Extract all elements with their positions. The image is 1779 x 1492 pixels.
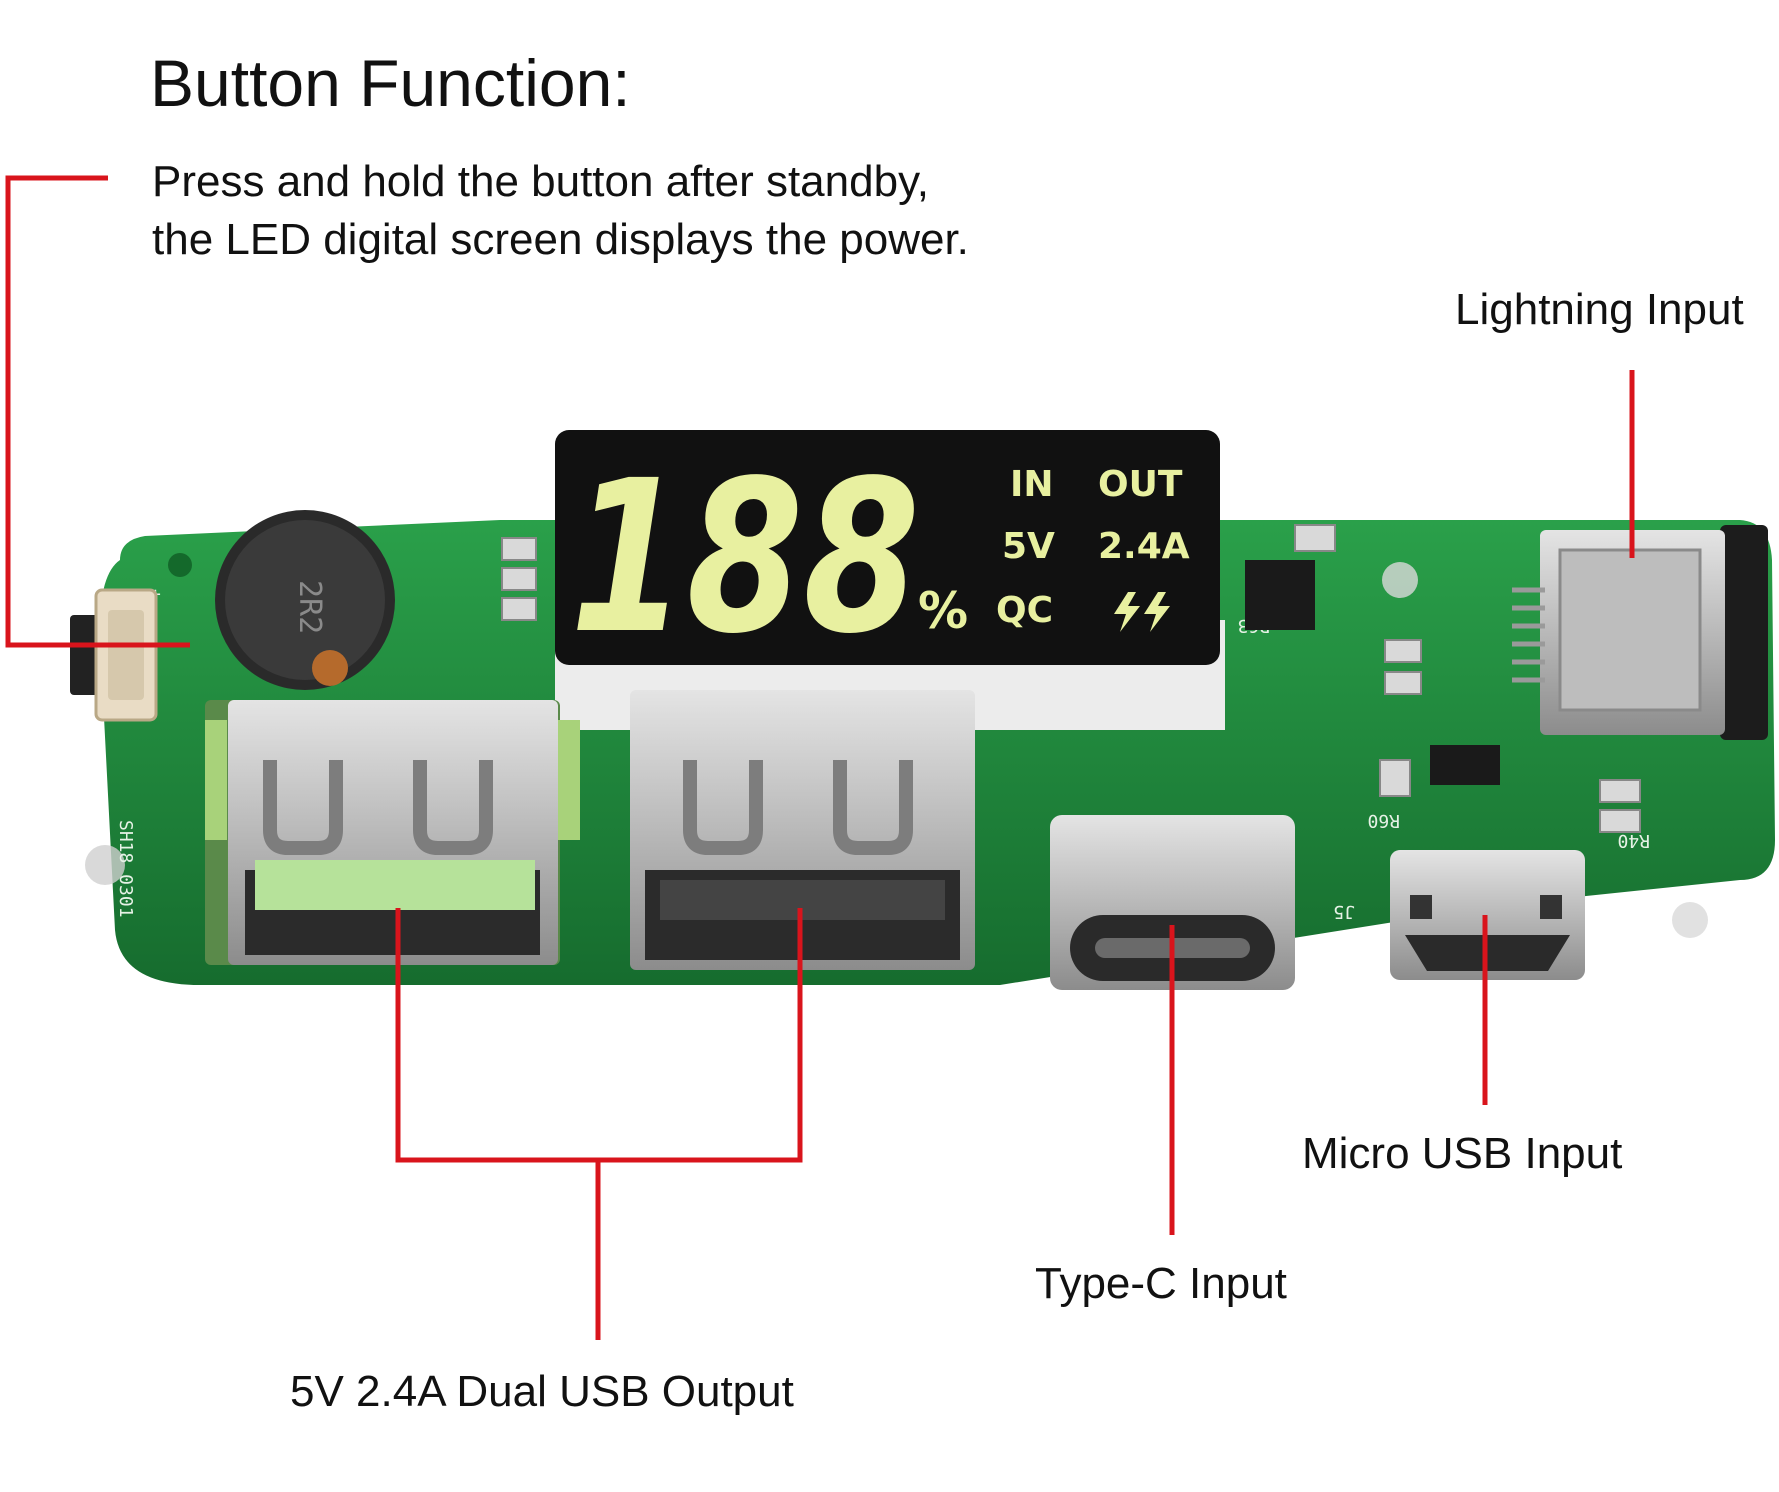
usb-a-port-2 bbox=[630, 690, 975, 970]
led-display: 188 % IN OUT 5V 2.4A QC bbox=[555, 430, 1225, 730]
led-digits: 188 bbox=[570, 435, 920, 680]
led-percent: % bbox=[918, 582, 968, 640]
usb-output-label: 5V 2.4A Dual USB Output bbox=[290, 1367, 794, 1416]
led-out: OUT bbox=[1098, 464, 1183, 505]
lightning-port bbox=[1512, 525, 1768, 740]
leader-lines bbox=[5, 175, 1635, 1340]
led-in: IN bbox=[1010, 464, 1054, 505]
smd-components bbox=[501, 524, 1641, 833]
svg-text:SH18 0301: SH18 0301 bbox=[115, 820, 136, 918]
led-voltage: 5V bbox=[1002, 526, 1055, 567]
lightning-bolt-icon bbox=[1114, 592, 1170, 632]
svg-text:R40: R40 bbox=[1617, 830, 1650, 851]
type-c-input-label: Type-C Input bbox=[1035, 1259, 1287, 1308]
led-qc: QC bbox=[996, 590, 1053, 631]
lightning-input-label: Lightning Input bbox=[1455, 285, 1744, 334]
svg-text:J5: J5 bbox=[1333, 901, 1355, 922]
title: Button Function: bbox=[150, 46, 631, 120]
button-leader-line bbox=[5, 175, 190, 648]
svg-text:R60: R60 bbox=[1367, 810, 1400, 831]
inductor: 2R2 bbox=[215, 510, 395, 690]
ic-chip bbox=[1245, 560, 1500, 785]
side-button bbox=[70, 588, 158, 722]
led-current: 2.4A bbox=[1098, 526, 1190, 567]
micro-usb-input-label: Micro USB Input bbox=[1302, 1129, 1623, 1178]
usb-a-port-1 bbox=[205, 700, 580, 965]
svg-text:2R2: 2R2 bbox=[292, 580, 327, 634]
button-function-description: Press and hold the button after standby,… bbox=[152, 157, 969, 264]
